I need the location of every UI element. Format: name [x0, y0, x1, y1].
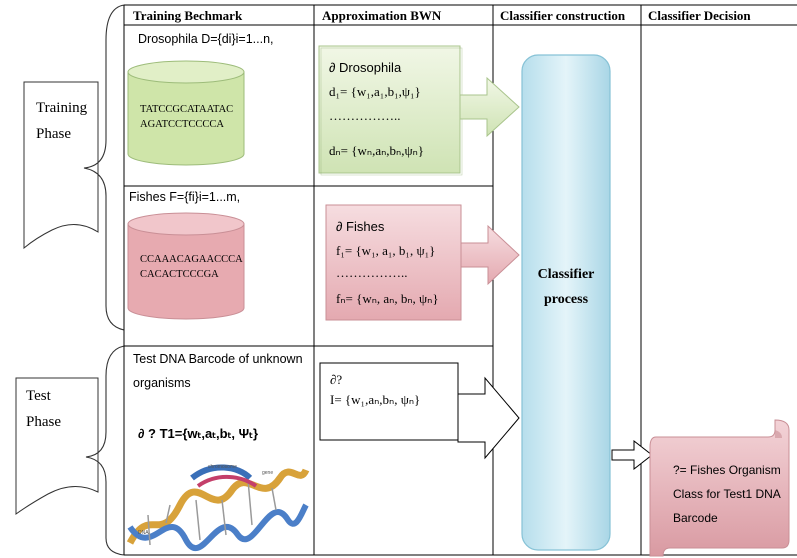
svg-text:∂ Drosophila: ∂ Drosophila — [329, 60, 402, 75]
svg-text:Barcode: Barcode — [673, 511, 718, 525]
svg-text:CCAAACAGAACCCA: CCAAACAGAACCCA — [140, 254, 243, 265]
test-formula: ∂ ? T1={wₜ,aₜ,bₜ, Ψₜ} — [138, 426, 258, 441]
svg-text:DNA: DNA — [138, 530, 149, 536]
training-phase-label: Training Phase — [23, 81, 99, 250]
svg-text:I= {w₁,aₙ,bₙ, ψₙ}: I= {w₁,aₙ,bₙ, ψₙ} — [330, 392, 420, 407]
header-approximation-bwn: Approximation BWN — [322, 8, 442, 23]
svg-text:d₁= {w₁,a₁,b₁,ψ₁}: d₁= {w₁,a₁,b₁,ψ₁} — [329, 84, 421, 99]
classifier-process: Classifier process — [521, 54, 611, 551]
fishes-arrow — [460, 224, 520, 286]
test-brace — [85, 345, 125, 556]
svg-text:TATCCGCATAATAC: TATCCGCATAATAC — [140, 104, 233, 115]
svg-text:……………..: …………….. — [329, 108, 401, 123]
svg-text:dₙ= {wₙ,aₙ,bₙ,ψₙ}: dₙ= {wₙ,aₙ,bₙ,ψₙ} — [329, 143, 424, 158]
svg-text:AGATCCTCCCCA: AGATCCTCCCCA — [140, 119, 224, 130]
svg-text:f₁= {w₁, a₁, b₁, ψ₁}: f₁= {w₁, a₁, b₁, ψ₁} — [336, 243, 435, 258]
svg-text:gene: gene — [262, 470, 273, 476]
header-classifier-decision: Classifier Decision — [648, 8, 751, 23]
svg-text:?= Fishes Organism: ?= Fishes Organism — [673, 463, 781, 477]
test-header-line1: Test DNA Barcode of unknown — [133, 352, 303, 366]
svg-text:Training: Training — [36, 100, 88, 116]
svg-text:∂?: ∂? — [330, 372, 342, 387]
training-brace — [83, 4, 125, 331]
svg-text:fₙ= {wₙ, aₙ, bₙ, ψₙ}: fₙ= {wₙ, aₙ, bₙ, ψₙ} — [336, 291, 439, 306]
test-bwn-box: ∂? I= {w₁,aₙ,bₙ, ψₙ} — [319, 362, 459, 441]
fishes-bwn-box: ∂ Fishes f₁= {w₁, a₁, b₁, ψ₁} …………….. fₙ… — [325, 204, 462, 321]
drosophila-header: Drosophila D={di}i=1...n, — [138, 32, 274, 46]
fishes-cylinder: CCAAACAGAACCCA CACACTCCCGA — [127, 212, 245, 320]
svg-text:Phase: Phase — [26, 414, 61, 430]
test-header-line2: organisms — [133, 376, 191, 390]
result-scroll: ?= Fishes Organism Class for Test1 DNA B… — [649, 419, 790, 557]
svg-text:Classifier: Classifier — [538, 267, 595, 282]
header-training-benchmark: Training Bechmark — [133, 8, 243, 23]
dna-image: chromosome gene DNA — [126, 464, 310, 551]
svg-text:Test: Test — [26, 388, 52, 404]
fishes-header: Fishes F={fi}i=1...m, — [129, 190, 240, 204]
drosophila-bwn-box: ∂ Drosophila d₁= {w₁,a₁,b₁,ψ₁} …………….. d… — [318, 45, 463, 176]
header-classifier-construction: Classifier construction — [500, 8, 626, 23]
svg-text:……………..: …………….. — [336, 265, 408, 280]
svg-text:process: process — [544, 292, 589, 307]
svg-text:Class for Test1 DNA: Class for Test1 DNA — [673, 487, 781, 501]
decision-arrow — [611, 439, 653, 471]
drosophila-arrow — [459, 76, 520, 138]
test-arrow — [457, 376, 520, 460]
test-phase-label: Test Phase — [15, 377, 99, 515]
table-grid — [123, 4, 797, 556]
svg-text:∂ Fishes: ∂ Fishes — [336, 219, 385, 234]
svg-text:chromosome: chromosome — [208, 464, 237, 470]
svg-text:Phase: Phase — [36, 126, 71, 142]
drosophila-cylinder: TATCCGCATAATAC AGATCCTCCCCA — [127, 60, 245, 166]
svg-text:CACACTCCCGA: CACACTCCCGA — [140, 269, 219, 280]
